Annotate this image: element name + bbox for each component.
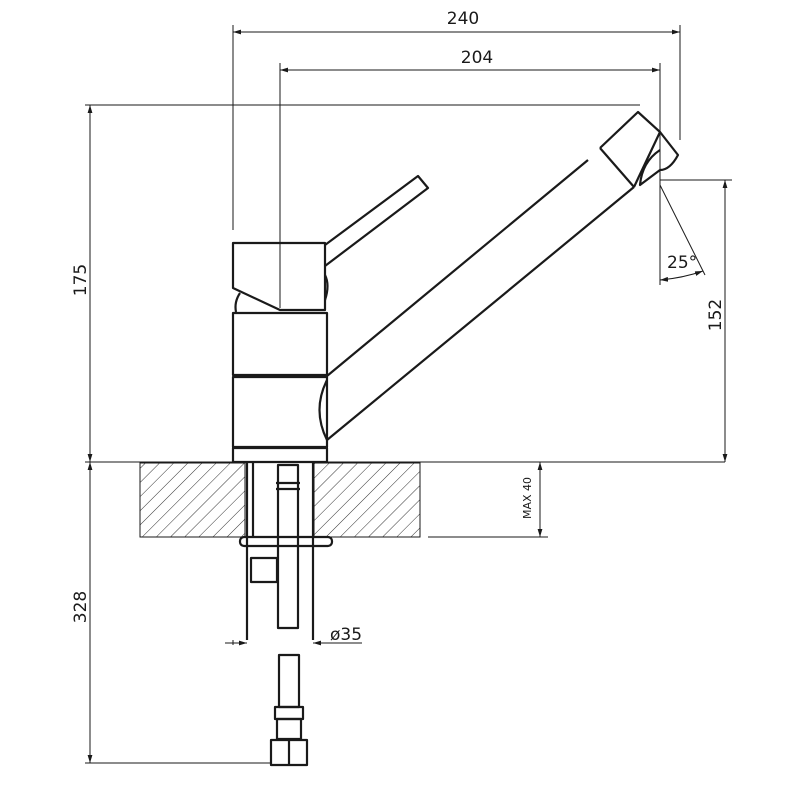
mounting-shank <box>238 463 334 640</box>
dim-240-label: 240 <box>447 9 479 29</box>
lever-handle <box>324 174 430 267</box>
dim-328-label: 328 <box>71 591 91 623</box>
dim-angle-label: 25° <box>667 253 697 273</box>
dim-152-label: 152 <box>706 299 726 331</box>
spout <box>318 110 680 441</box>
dim-175-label: 175 <box>71 264 91 296</box>
supply-hose <box>269 653 309 767</box>
dimension-lines <box>85 25 732 764</box>
countertop-section <box>139 462 421 538</box>
dim-204-label: 204 <box>461 48 493 68</box>
dim-max40-label: MAX 40 <box>521 477 534 519</box>
dim-diameter-label: ø35 <box>330 625 362 645</box>
